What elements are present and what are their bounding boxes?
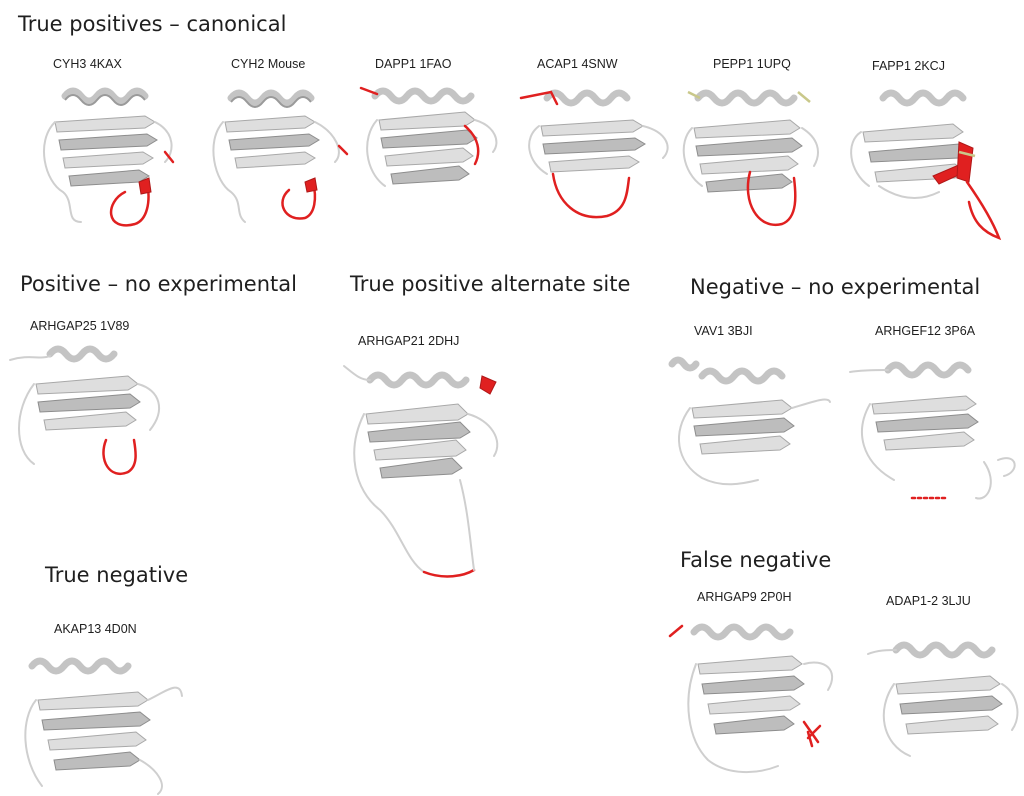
label-arhgap25: ARHGAP25 1V89 xyxy=(30,319,129,333)
structure-adap1 xyxy=(866,620,1024,770)
heading-true-negative: True negative xyxy=(45,563,188,587)
structure-cyh3 xyxy=(35,82,195,242)
structure-arhgef12 xyxy=(848,352,1024,512)
label-dapp1: DAPP1 1FAO xyxy=(375,57,451,71)
label-fapp1: FAPP1 2KCJ xyxy=(872,59,945,73)
structure-arhgap21 xyxy=(340,360,510,585)
heading-true-positives-canonical: True positives – canonical xyxy=(18,12,286,36)
label-adap1: ADAP1-2 3LJU xyxy=(886,594,971,608)
label-arhgap21: ARHGAP21 2DHJ xyxy=(358,334,459,348)
structure-dapp1 xyxy=(355,82,505,202)
label-cyh2: CYH2 Mouse xyxy=(231,57,305,71)
structure-vav1 xyxy=(662,352,832,492)
label-pepp1: PEPP1 1UPQ xyxy=(713,57,791,71)
heading-false-negative: False negative xyxy=(680,548,831,572)
label-cyh3: CYH3 4KAX xyxy=(53,57,122,71)
structure-acap1 xyxy=(517,82,677,227)
label-arhgap9: ARHGAP9 2P0H xyxy=(697,590,791,604)
structure-fapp1 xyxy=(843,82,1013,247)
label-akap13: AKAP13 4D0N xyxy=(54,622,137,636)
label-vav1: VAV1 3BJI xyxy=(694,324,753,338)
structure-cyh2 xyxy=(205,82,355,232)
heading-true-positive-alternate-site: True positive alternate site xyxy=(350,272,630,296)
label-arhgef12: ARHGEF12 3P6A xyxy=(875,324,975,338)
heading-positive-no-experimental: Positive – no experimental xyxy=(20,272,297,296)
label-acap1: ACAP1 4SNW xyxy=(537,57,618,71)
heading-negative-no-experimental: Negative – no experimental xyxy=(690,275,980,299)
structure-arhgap9 xyxy=(668,610,848,780)
structure-akap13 xyxy=(18,650,188,796)
structure-pepp1 xyxy=(678,82,828,232)
structure-arhgap25 xyxy=(10,340,170,490)
